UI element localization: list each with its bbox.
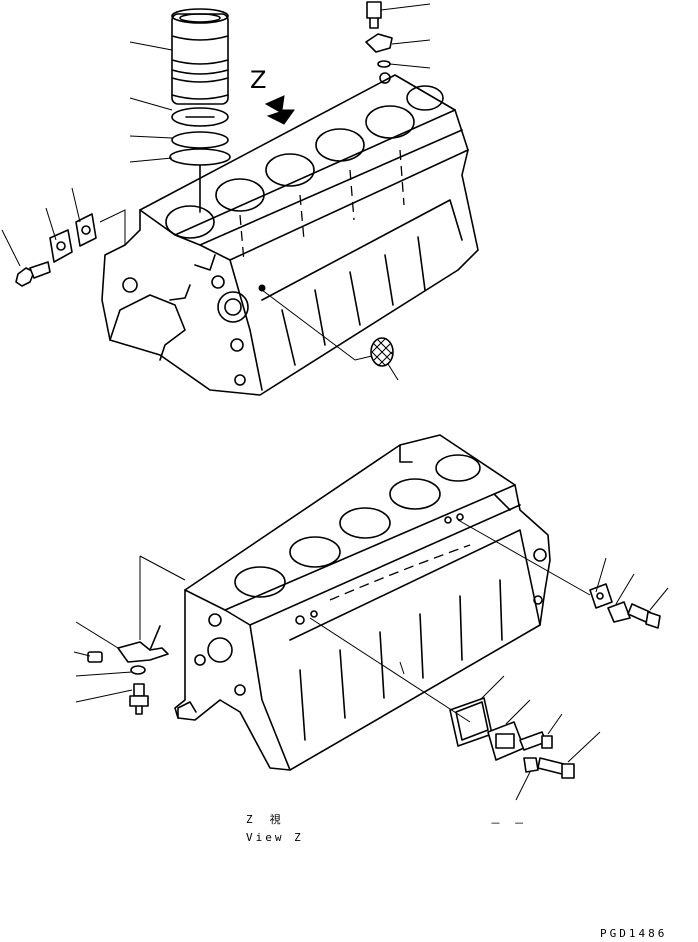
cover-bolt-lower bbox=[537, 757, 575, 779]
upper-cylinder-block bbox=[101, 72, 479, 396]
cylinder-liner bbox=[171, 8, 229, 105]
upper-leader-lines bbox=[1, 3, 431, 381]
lower-left-washer bbox=[130, 665, 146, 675]
cover-bolt-upper bbox=[519, 731, 553, 751]
cover-plug bbox=[523, 757, 539, 773]
left-cover-plate bbox=[49, 229, 73, 263]
top-bolt bbox=[366, 1, 382, 29]
right-gasket bbox=[589, 583, 613, 609]
lower-leader-lines bbox=[73, 519, 669, 801]
right-cover-plate bbox=[607, 601, 631, 623]
lower-left-plug bbox=[87, 651, 103, 663]
view-z-arrow bbox=[264, 95, 295, 125]
top-washer bbox=[377, 60, 391, 68]
oil-nozzle-bracket bbox=[117, 625, 169, 663]
drawing-code: PGD1486 bbox=[600, 927, 668, 940]
o-rings bbox=[169, 131, 231, 166]
strainer bbox=[370, 337, 394, 367]
view-caption-japanese: Z 視 bbox=[246, 813, 284, 826]
cover-plate bbox=[487, 721, 525, 761]
lower-left-bolt bbox=[129, 683, 149, 715]
left-bracket-line bbox=[99, 209, 126, 245]
dash-mark: － － bbox=[490, 817, 528, 830]
view-z-marker: Z bbox=[250, 66, 267, 94]
left-bolt bbox=[15, 261, 51, 287]
liner-ring bbox=[171, 107, 229, 127]
top-cap bbox=[365, 33, 393, 53]
left-gasket bbox=[75, 213, 97, 247]
view-caption-english: View Z bbox=[246, 831, 304, 844]
lower-cylinder-block bbox=[174, 434, 551, 771]
right-bolt bbox=[627, 603, 661, 629]
cover-gasket bbox=[449, 697, 493, 747]
